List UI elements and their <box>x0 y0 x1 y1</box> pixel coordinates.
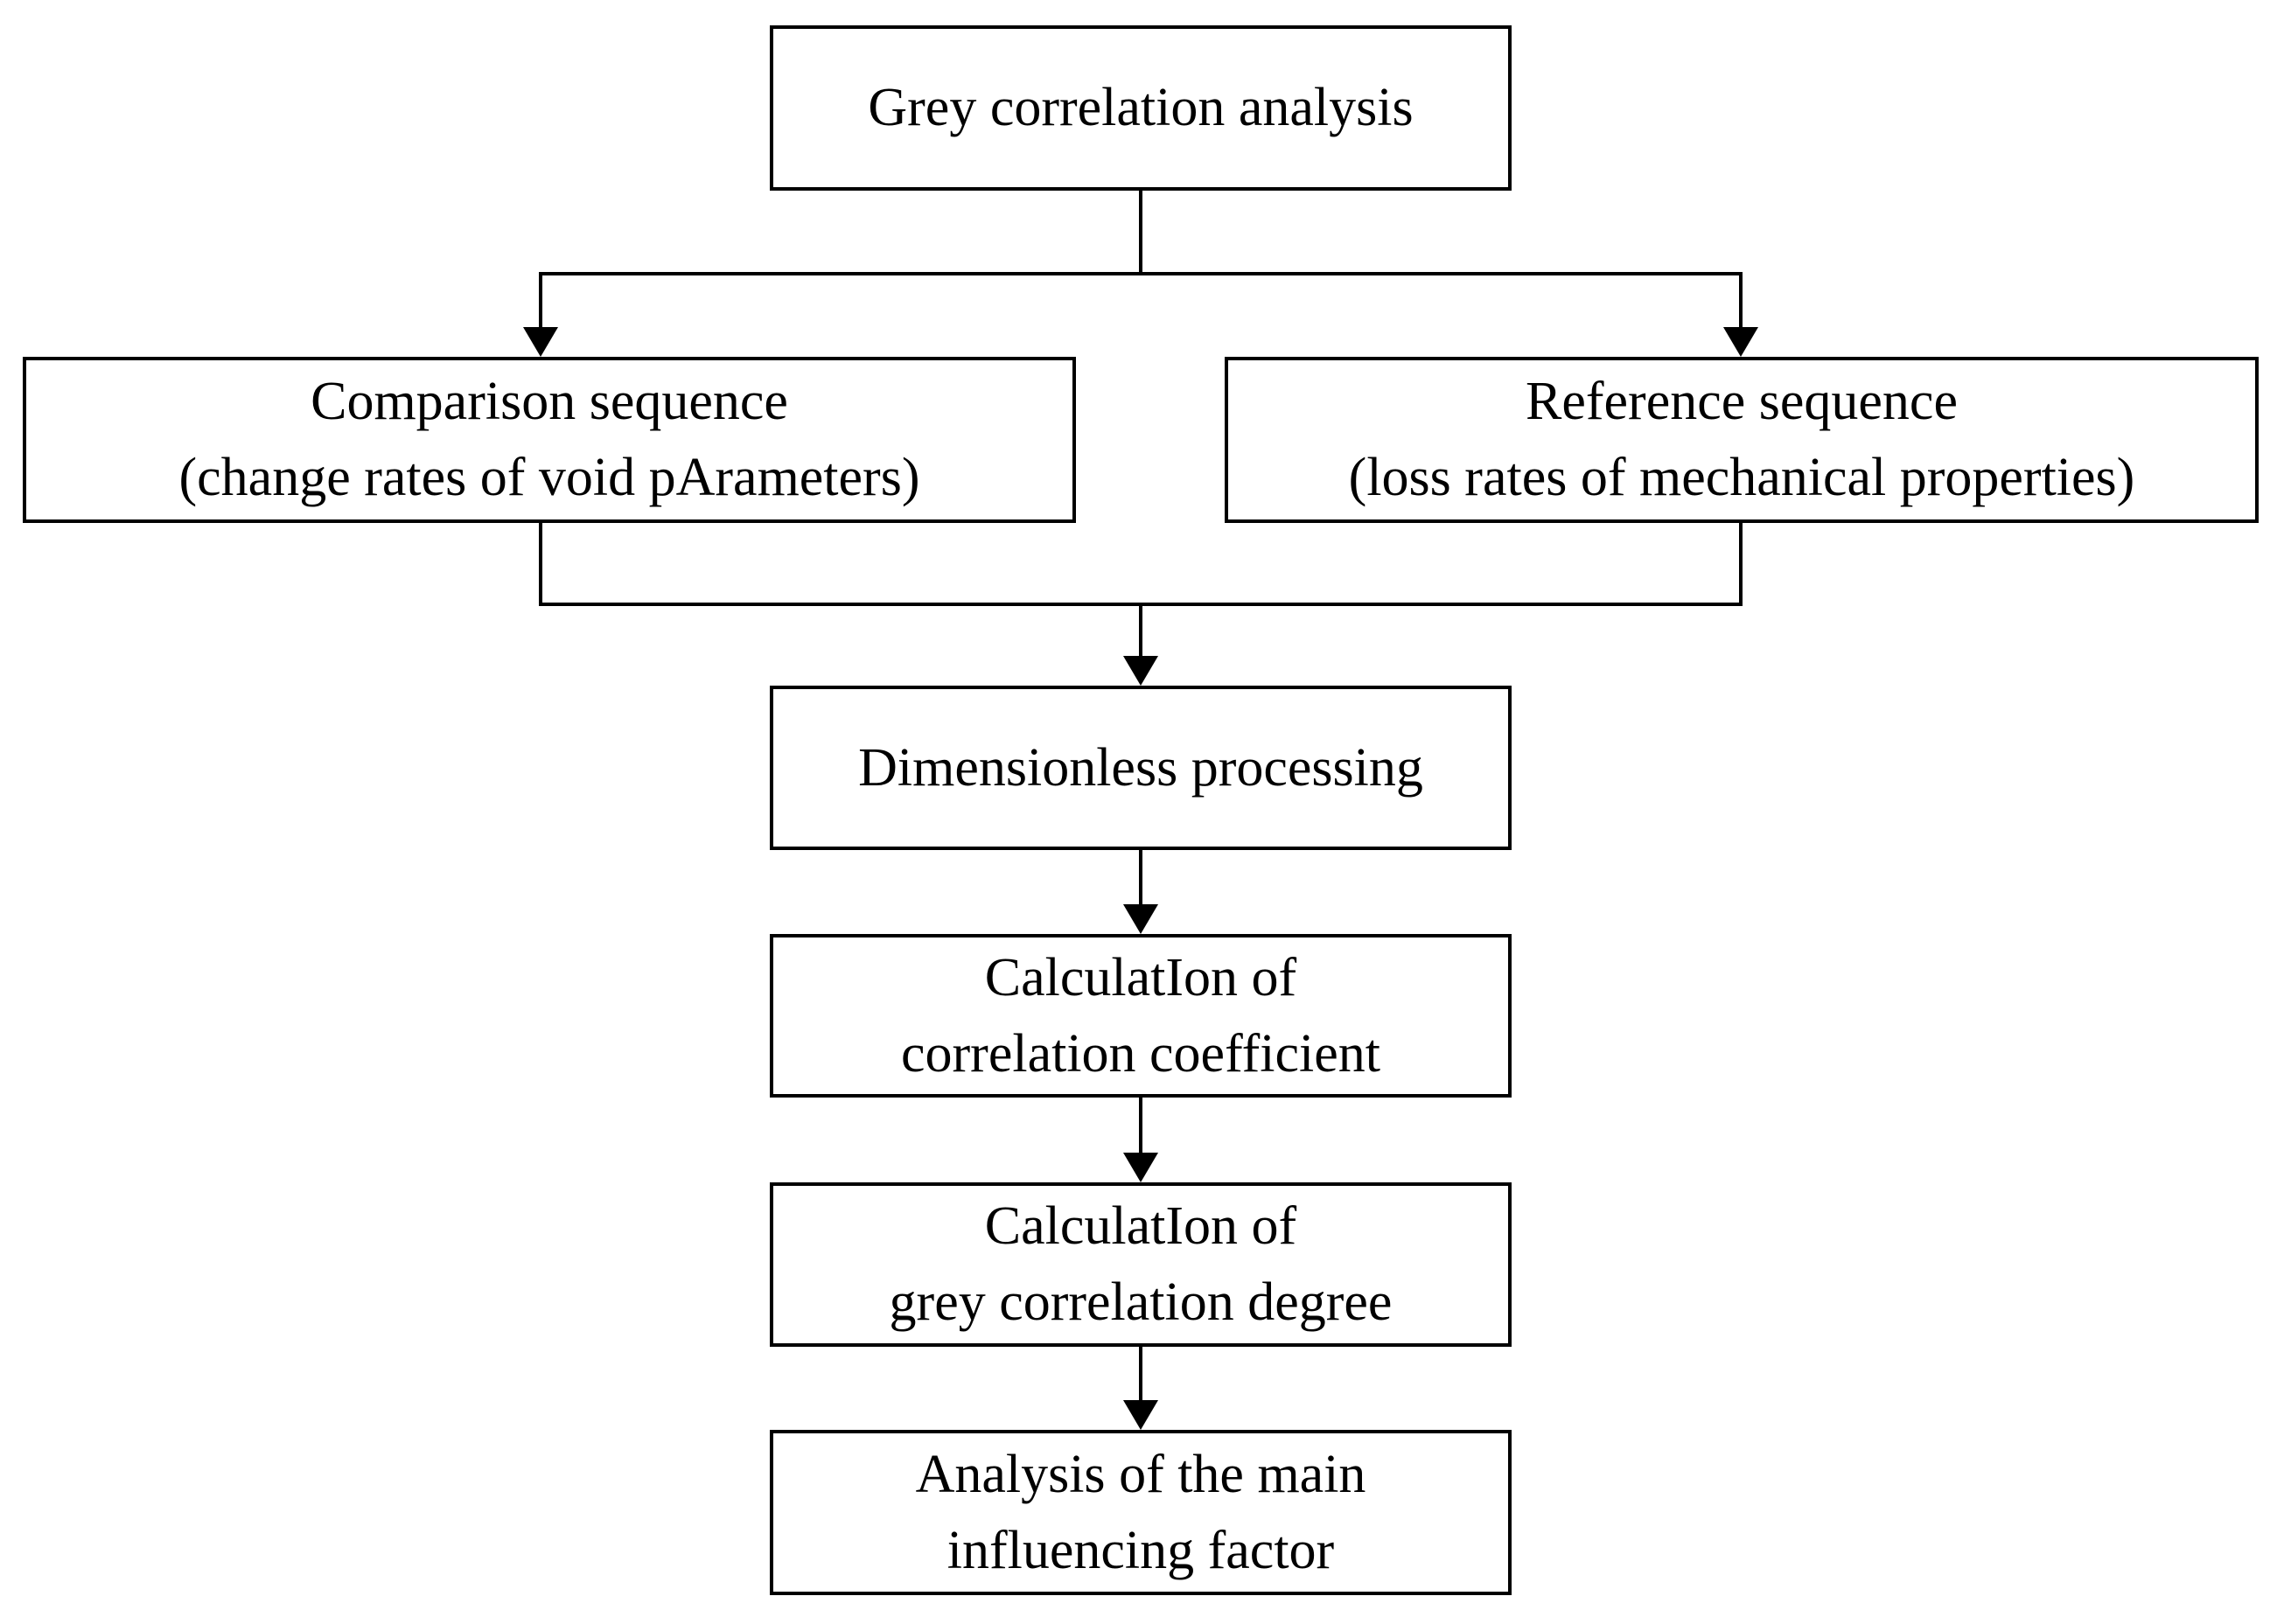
node-calculation-of-correlation-coefficient: CalculatIon of correlation coefficient <box>770 934 1512 1098</box>
node-calculation-of-grey-correlation-degree: CalculatIon of grey correlation degree <box>770 1182 1512 1347</box>
node-analysis-of-main-influencing-factor-line1: Analysis of the main <box>915 1444 1366 1504</box>
node-calculation-of-correlation-coefficient-line1: CalculatIon of <box>984 947 1297 1007</box>
arrowhead-to-correlation-coefficient <box>1123 904 1158 934</box>
node-calculation-of-grey-correlation-degree-line1: CalculatIon of <box>984 1196 1297 1256</box>
node-reference-sequence-subtitle: (loss rates of mechanical properties) <box>1348 448 2135 507</box>
node-dimensionless-processing-label: Dimensionless processing <box>858 737 1423 798</box>
arrowhead-to-grey-correlation-degree <box>1123 1153 1158 1182</box>
arrowhead-to-main-influencing-factor <box>1123 1400 1158 1430</box>
node-comparison-sequence-subtitle: (change rates of void pArameters) <box>178 448 920 507</box>
node-calculation-of-correlation-coefficient-line2: correlation coefficient <box>901 1023 1380 1084</box>
node-calculation-of-grey-correlation-degree-line2: grey correlation degree <box>889 1272 1393 1332</box>
node-reference-sequence: Reference sequence (loss rates of mechan… <box>1225 357 2259 523</box>
arrowhead-to-comparison <box>523 327 558 357</box>
node-comparison-sequence: Comparison sequence (change rates of voi… <box>23 357 1076 523</box>
node-grey-correlation-analysis-label: Grey correlation analysis <box>868 78 1414 137</box>
node-dimensionless-processing: Dimensionless processing <box>770 686 1512 850</box>
arrowhead-to-reference <box>1723 327 1758 357</box>
node-grey-correlation-analysis: Grey correlation analysis <box>770 25 1512 191</box>
node-comparison-sequence-title: Comparison sequence <box>311 372 788 431</box>
node-reference-sequence-title: Reference sequence <box>1526 372 1958 431</box>
node-analysis-of-main-influencing-factor: Analysis of the main influencing factor <box>770 1430 1512 1595</box>
arrowhead-to-dimensionless <box>1123 656 1158 686</box>
node-analysis-of-main-influencing-factor-line2: influencing factor <box>946 1520 1335 1580</box>
